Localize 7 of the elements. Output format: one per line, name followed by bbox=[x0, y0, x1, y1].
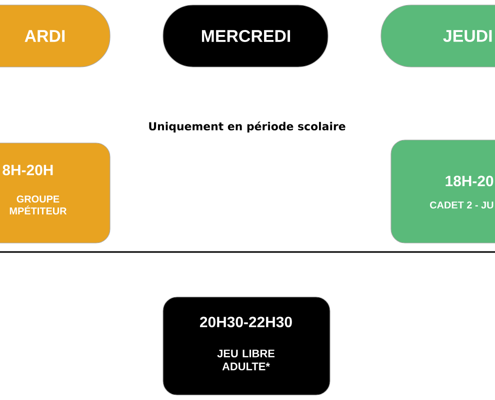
schedule-box: MERCREDI bbox=[162, 4, 328, 68]
schedule-box: 8H-20H GROUPE MPÉTITEUR bbox=[0, 142, 110, 244]
schedule-box: 18H-20 CADET 2 - JU bbox=[390, 140, 495, 244]
schedule-box: JEUDI bbox=[380, 4, 495, 68]
schedule-box: 20H30-22H30 JEU LIBRE ADULTE* bbox=[162, 296, 330, 396]
schedule-box: ARDI bbox=[0, 4, 110, 68]
note-text: Uniquement en période scolaire bbox=[149, 121, 346, 133]
